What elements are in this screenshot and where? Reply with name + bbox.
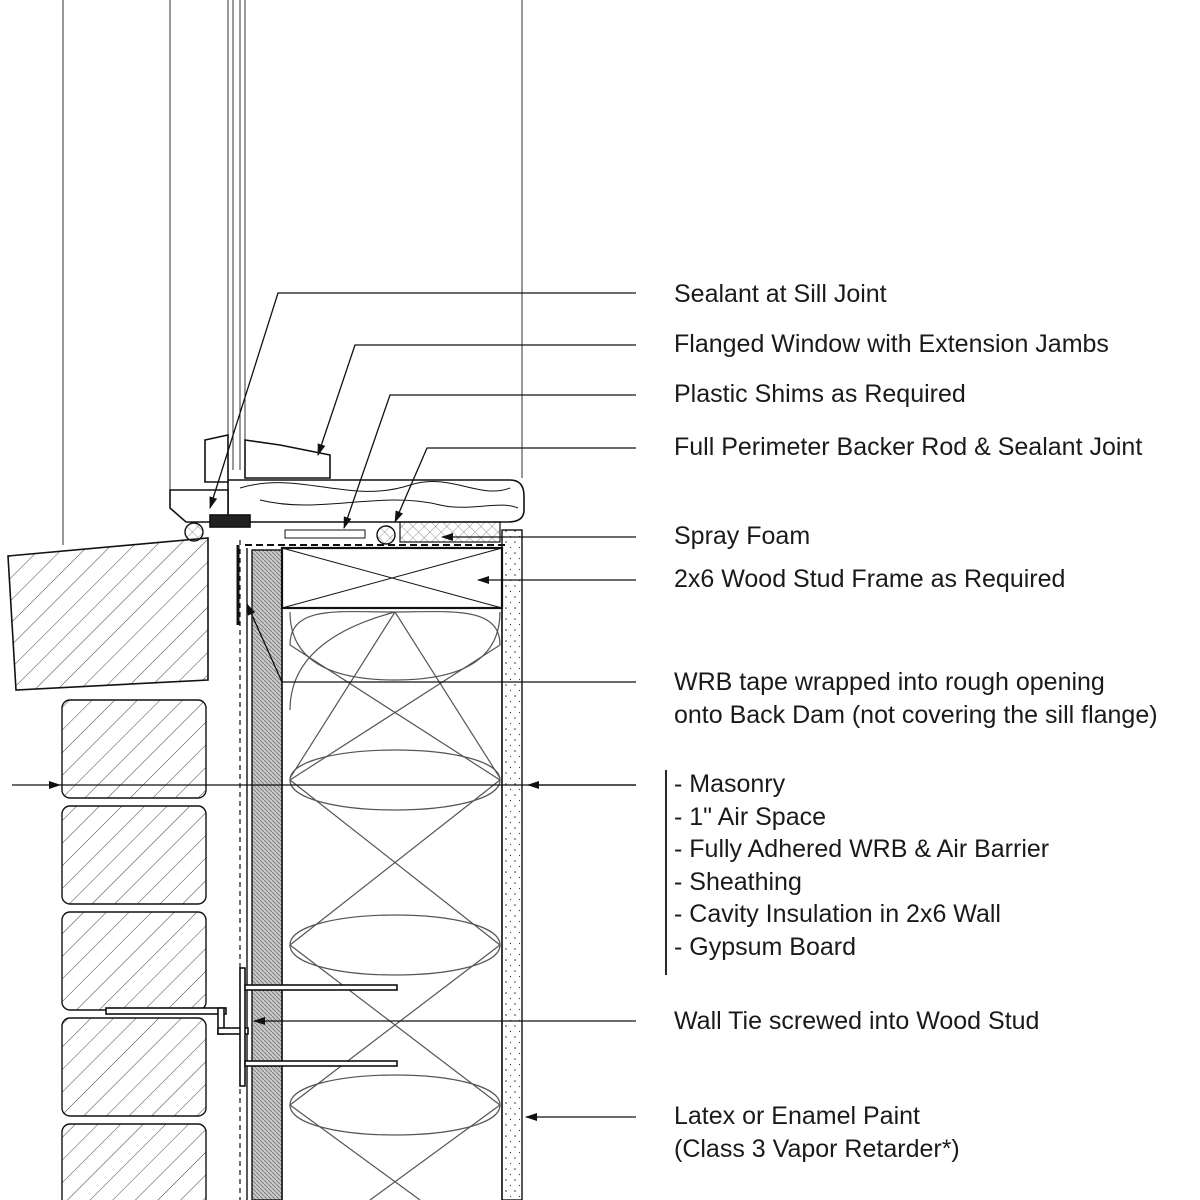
callout-flanged-window: Flanged Window with Extension Jambs bbox=[674, 330, 1109, 358]
leader-lines bbox=[12, 292, 667, 1121]
callout-backer-rod-sealant: Full Perimeter Backer Rod & Sealant Join… bbox=[674, 433, 1143, 461]
callout-spray-foam: Spray Foam bbox=[674, 522, 811, 550]
callout-plastic-shims: Plastic Shims as Required bbox=[674, 380, 966, 408]
assembly-item-masonry: - Masonry bbox=[674, 770, 786, 798]
gypsum-board bbox=[501, 529, 523, 1200]
callout-paint-line1: Latex or Enamel Paint bbox=[674, 1102, 920, 1130]
wall-assembly-list: - Masonry - 1" Air Space - Fully Adhered… bbox=[674, 768, 1049, 963]
backer-rods bbox=[184, 522, 396, 545]
window-frame bbox=[169, 434, 525, 543]
brick-masonry bbox=[61, 699, 207, 1200]
callout-paint: Latex or Enamel Paint (Class 3 Vapor Ret… bbox=[674, 1100, 960, 1165]
callout-wrb-tape-line1: WRB tape wrapped into rough opening bbox=[674, 668, 1105, 696]
callout-wrb-tape-line2: onto Back Dam (not covering the sill fla… bbox=[674, 700, 1158, 729]
callout-sealant-at-sill-joint: Sealant at Sill Joint bbox=[674, 280, 887, 308]
cavity-insulation bbox=[289, 610, 501, 1200]
callout-stud-frame: 2x6 Wood Stud Frame as Required bbox=[674, 565, 1066, 593]
assembly-item-air-space: - 1" Air Space bbox=[674, 802, 827, 831]
callout-wall-tie: Wall Tie screwed into Wood Stud bbox=[674, 1007, 1040, 1035]
assembly-item-gypsum: - Gypsum Board bbox=[674, 932, 857, 961]
wrb-membrane bbox=[236, 540, 505, 1200]
stud-frame bbox=[280, 546, 504, 1200]
window-glazing-lines bbox=[62, 0, 523, 545]
callout-wrb-tape: WRB tape wrapped into rough opening onto… bbox=[674, 666, 1158, 731]
assembly-item-sheathing: - Sheathing bbox=[674, 867, 802, 896]
assembly-item-wrb: - Fully Adhered WRB & Air Barrier bbox=[674, 835, 1050, 863]
assembly-item-insulation: - Cavity Insulation in 2x6 Wall bbox=[674, 900, 1001, 928]
masonry-sill bbox=[7, 537, 209, 691]
wall-ties bbox=[105, 967, 398, 1087]
callout-paint-line2: (Class 3 Vapor Retarder*) bbox=[674, 1134, 960, 1163]
